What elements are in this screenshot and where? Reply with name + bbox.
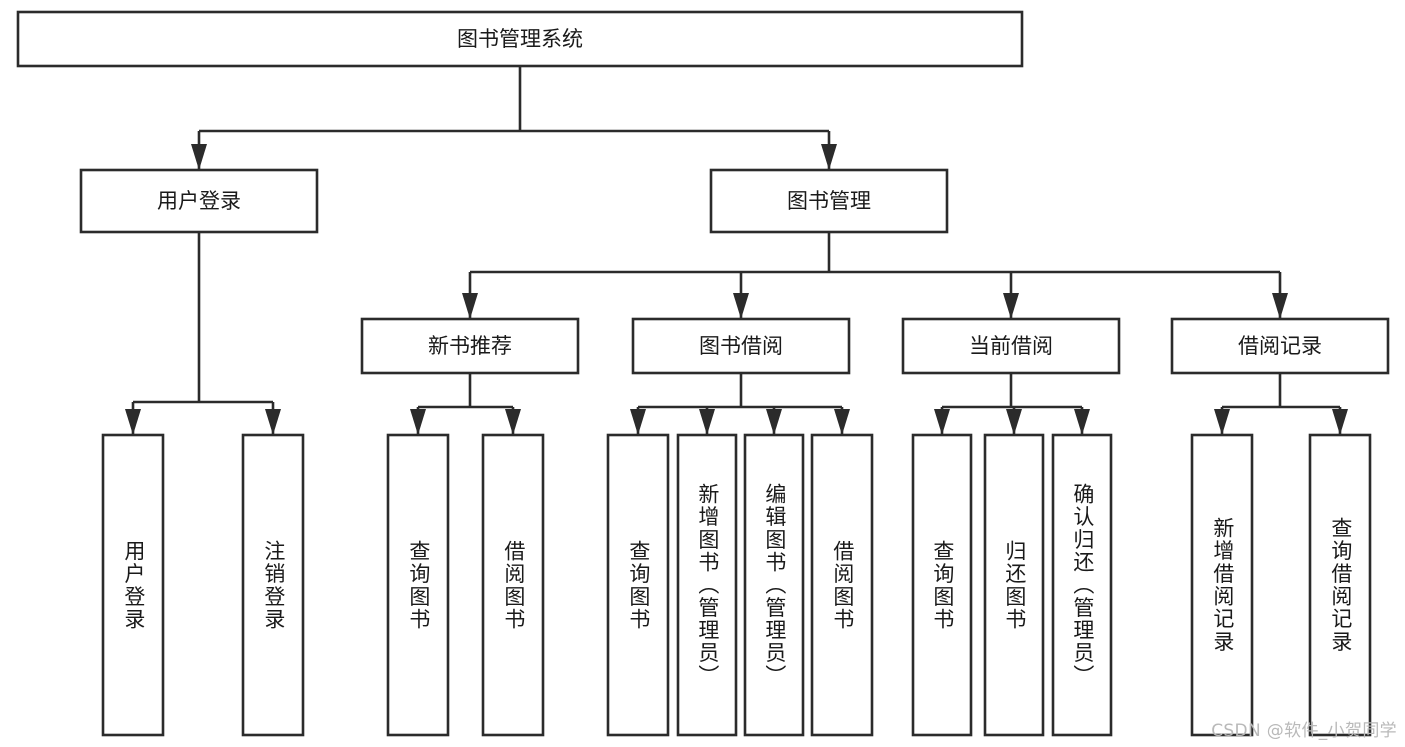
- node-box-leaf-borrow-book[interactable]: [810, 433, 874, 737]
- node-label-book-borrow: 图书借阅: [699, 334, 783, 358]
- node-label-borrow-record: 借阅记录: [1238, 334, 1322, 358]
- arrow-head: [1003, 293, 1019, 319]
- arrow-head: [766, 409, 782, 435]
- arrow-head: [1332, 409, 1348, 435]
- node-box-borrow-record[interactable]: [1170, 317, 1390, 375]
- node-box-user-login[interactable]: [79, 168, 319, 234]
- arrow-head: [125, 409, 141, 435]
- arrow-head: [265, 409, 281, 435]
- node-box-new-book-recommend[interactable]: [360, 317, 580, 375]
- node-box-current-borrow[interactable]: [901, 317, 1121, 375]
- node-box-leaf-logout[interactable]: [241, 433, 305, 737]
- node-box-root[interactable]: [16, 10, 1024, 68]
- box-layer: [16, 10, 1390, 737]
- connector-layer: [125, 66, 1348, 435]
- node-box-leaf-borrow-book-recommend[interactable]: [481, 433, 545, 737]
- arrow-head: [505, 409, 521, 435]
- node-box-leaf-edit-book[interactable]: [743, 433, 805, 737]
- arrow-head: [1074, 409, 1090, 435]
- node-box-leaf-confirm-return[interactable]: [1051, 433, 1113, 737]
- node-label-book-admin: 图书管理: [787, 189, 871, 213]
- arrow-head: [834, 409, 850, 435]
- arrow-head: [1006, 409, 1022, 435]
- node-box-leaf-return-book[interactable]: [983, 433, 1045, 737]
- node-box-book-borrow[interactable]: [631, 317, 851, 375]
- node-label-current-borrow: 当前借阅: [969, 334, 1053, 358]
- arrow-head: [462, 293, 478, 319]
- node-box-leaf-query-book-current[interactable]: [911, 433, 973, 737]
- node-box-leaf-query-book-borrow[interactable]: [606, 433, 670, 737]
- node-box-leaf-query-book-recommend[interactable]: [386, 433, 450, 737]
- arrow-head: [699, 409, 715, 435]
- arrow-head: [630, 409, 646, 435]
- arrow-head: [934, 409, 950, 435]
- node-label-user-login: 用户登录: [157, 189, 241, 213]
- node-label-new-book-recommend: 新书推荐: [428, 334, 512, 358]
- node-box-book-admin[interactable]: [709, 168, 949, 234]
- node-box-leaf-user-login[interactable]: [101, 433, 165, 737]
- node-label-root: 图书管理系统: [457, 27, 583, 51]
- arrow-head: [191, 144, 207, 170]
- node-box-leaf-add-record[interactable]: [1190, 433, 1254, 737]
- arrow-head: [821, 144, 837, 170]
- arrow-head: [1272, 293, 1288, 319]
- node-box-leaf-add-book[interactable]: [676, 433, 738, 737]
- arrow-head: [733, 293, 749, 319]
- arrow-head: [410, 409, 426, 435]
- arrow-head: [1214, 409, 1230, 435]
- node-box-leaf-query-record[interactable]: [1308, 433, 1372, 737]
